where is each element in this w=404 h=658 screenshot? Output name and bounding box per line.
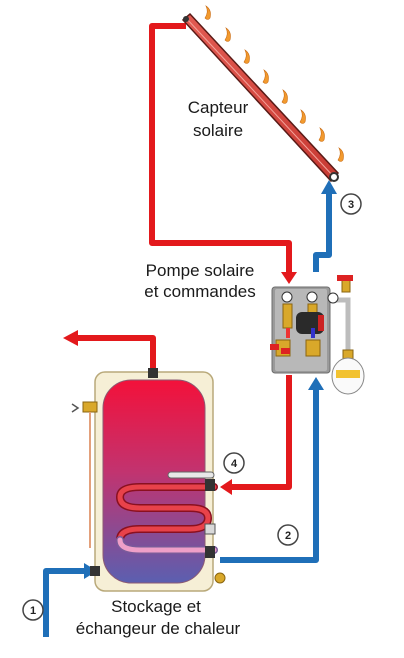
pump-station <box>270 286 331 374</box>
heat-exchanger-coil <box>115 483 218 554</box>
flame-icon <box>299 109 306 124</box>
safety-gauge-icon <box>327 292 339 304</box>
flame-icon <box>281 89 288 104</box>
pump-label-line2: et commandes <box>144 282 256 301</box>
cold-pipe-arrowhead-collector <box>321 180 337 194</box>
solar-collector <box>181 12 340 183</box>
sensor-pocket <box>167 471 215 479</box>
storage-label-line1: Stockage et <box>111 597 201 616</box>
marker-2: 2 <box>277 524 299 546</box>
relief-valve <box>71 401 98 548</box>
sun-flame-icons <box>204 5 344 162</box>
cold-water-inlet-pipe <box>43 568 86 637</box>
pressure-gauge-icon <box>306 291 318 303</box>
flame-icon <box>262 69 269 84</box>
flame-icon <box>224 27 231 42</box>
marker-4-number: 4 <box>231 458 238 470</box>
marker-1-number: 1 <box>30 605 36 617</box>
flame-icon <box>243 49 250 64</box>
marker-3: 3 <box>340 193 362 215</box>
cold-pipe-coil-to-pump <box>220 388 319 563</box>
cold-pipe-pump-to-collector <box>313 192 332 272</box>
collector-label-line2: solaire <box>193 121 243 140</box>
hot-pipe-arrowhead-coil <box>220 479 232 495</box>
marker-3-number: 3 <box>348 199 354 211</box>
hot-water-outlet-pipe <box>76 335 156 372</box>
pump-label-line1: Pompe solaire <box>146 261 255 280</box>
marker-1: 1 <box>22 599 44 621</box>
hot-water-outlet-arrowhead <box>63 330 78 346</box>
marker-4: 4 <box>223 452 245 474</box>
flame-icon <box>204 5 211 20</box>
cold-pipe-arrowhead-pump <box>308 377 324 390</box>
storage-label-line2: échangeur de chaleur <box>76 619 241 638</box>
expansion-vessel <box>331 349 365 395</box>
flame-icon <box>318 127 325 142</box>
marker-2-number: 2 <box>285 530 291 542</box>
expansion-line <box>330 297 351 350</box>
flame-icon <box>337 147 344 162</box>
storage-tank <box>90 368 226 592</box>
pressure-gauge-icon <box>281 291 293 303</box>
hot-pipe-collector-to-pump <box>149 23 292 272</box>
drain-valve-icon <box>214 572 226 584</box>
collector-label-line1: Capteur <box>188 98 249 117</box>
hot-pipe-arrowhead-pump <box>281 272 297 284</box>
circulator-pump-icon <box>296 312 324 334</box>
hot-pipe-pump-to-coil <box>230 375 292 490</box>
